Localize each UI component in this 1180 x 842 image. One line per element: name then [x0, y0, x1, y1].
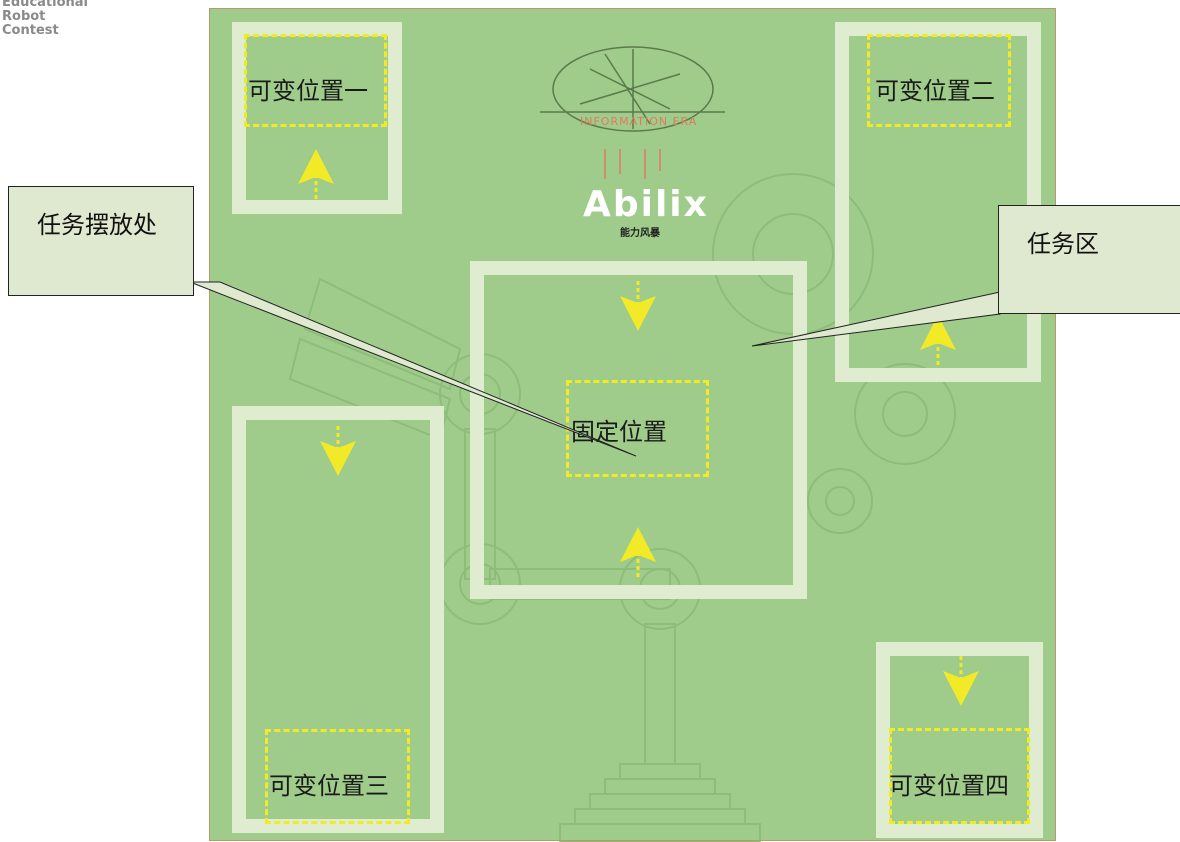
callout-task-area: 任务区 — [998, 205, 1180, 314]
callout-task-placement: 任务摆放处 — [8, 186, 194, 296]
arrow-down-task-top-icon — [620, 281, 656, 331]
brand-line-2: Robot — [2, 9, 46, 24]
label-variable-2: 可变位置二 — [875, 77, 995, 105]
callout-task-placement-text: 任务摆放处 — [37, 211, 157, 239]
zone-variable-4 — [876, 642, 1043, 838]
arrow-up-zone-2-icon — [920, 315, 956, 365]
arrow-down-zone-3-icon — [320, 426, 356, 476]
slot-variable-3 — [265, 729, 410, 824]
arrow-up-zone-1-icon — [298, 149, 334, 199]
logo-info-title: INFORMATION ERA — [580, 115, 698, 128]
arrow-down-zone-4-icon — [943, 656, 979, 706]
callout-task-area-text: 任务区 — [1027, 230, 1099, 258]
slot-variable-2 — [867, 34, 1011, 127]
slot-variable-1 — [244, 34, 387, 127]
label-variable-3: 可变位置三 — [269, 772, 389, 800]
competition-mat: INFORMATION ERA Abilix 能力风暴 可变位置一 可变位置二 … — [209, 8, 1056, 842]
brand-line-3: Contest — [2, 23, 59, 38]
logo-name: Abilix — [583, 184, 709, 225]
arrow-up-task-bottom-icon — [620, 527, 656, 577]
brand-line-1: Educational — [2, 0, 89, 10]
gear-medium-icon — [854, 363, 956, 465]
brand-text: Educational Robot Contest — [2, 0, 88, 38]
label-variable-1: 可变位置一 — [248, 77, 368, 105]
label-fixed: 固定位置 — [571, 418, 667, 446]
brain-logo-icon — [540, 46, 725, 179]
zone-variable-1 — [232, 22, 402, 214]
slot-variable-4 — [889, 728, 1030, 824]
gear-small-icon — [807, 468, 873, 534]
label-variable-4: 可变位置四 — [889, 772, 1009, 800]
logo-subtitle: 能力风暴 — [620, 228, 660, 239]
